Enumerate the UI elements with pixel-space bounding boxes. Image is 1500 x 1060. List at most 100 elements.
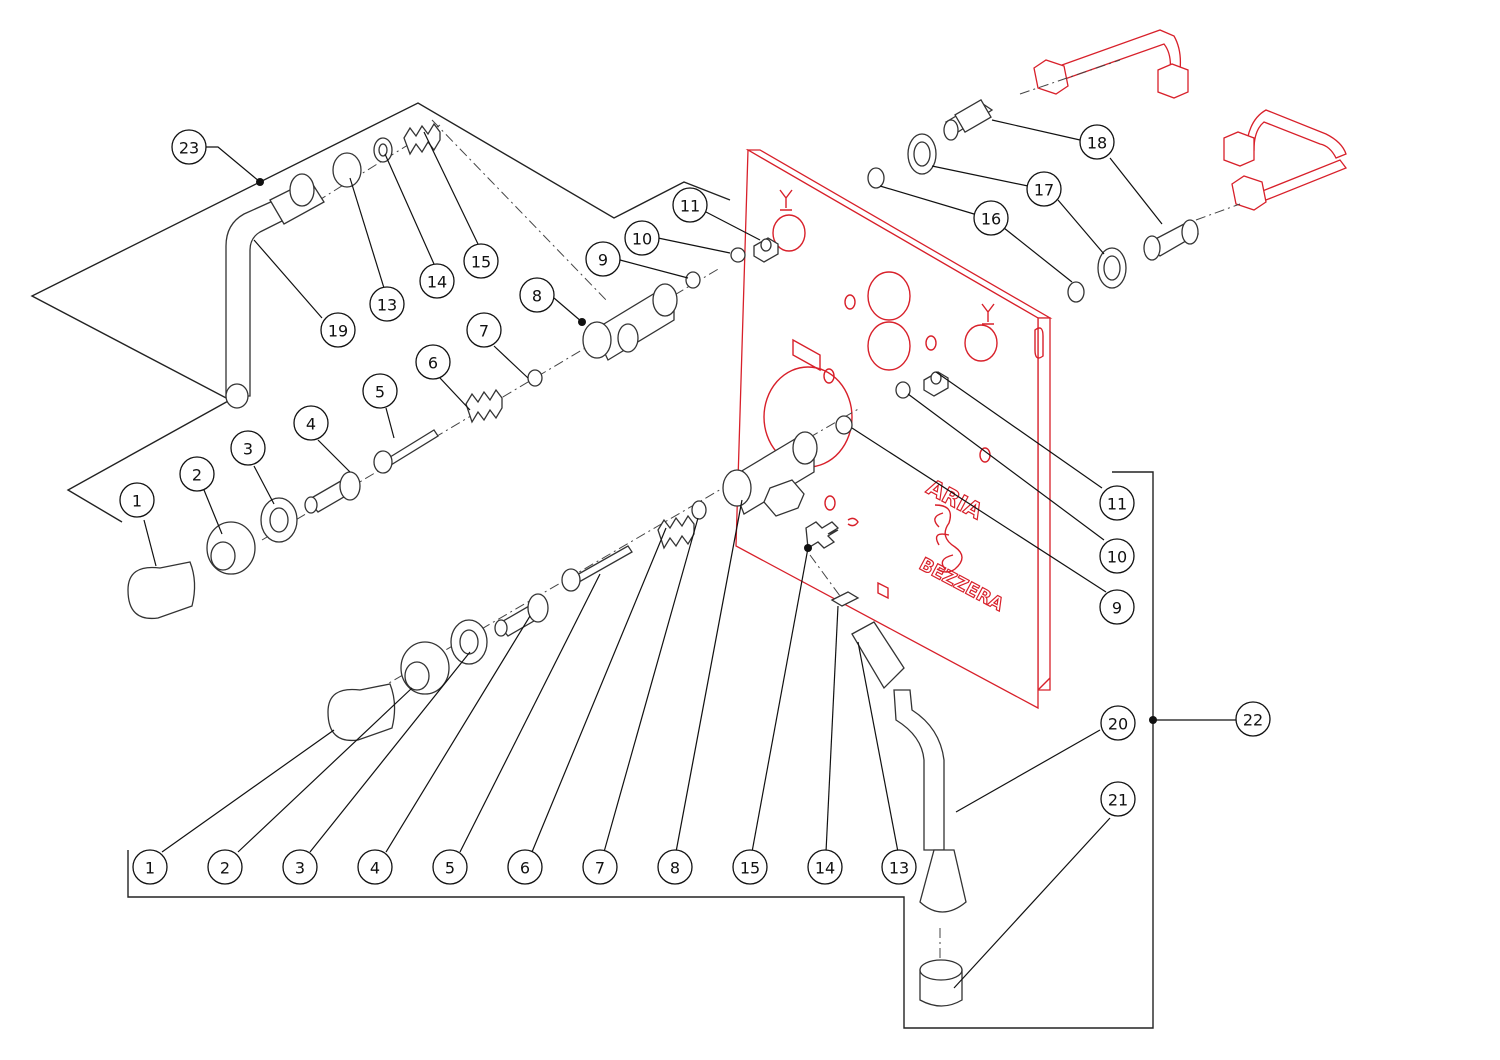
- callout-label: 21: [1108, 791, 1128, 810]
- nut-11-lower: [923, 371, 949, 397]
- callout-label: 1: [132, 492, 142, 511]
- spring-15-lower: [805, 521, 840, 550]
- callout-label: 19: [328, 322, 348, 341]
- callout-label: 10: [632, 230, 652, 249]
- callout-label: 20: [1108, 715, 1128, 734]
- callout-label: 14: [427, 273, 447, 292]
- lower-assembly-outline: [127, 471, 1154, 1029]
- callout-c7b: 7: [582, 849, 618, 885]
- callout-c8b: 8: [657, 849, 693, 885]
- oring-13-upper: [332, 152, 362, 188]
- fitting-18-lower: [1143, 219, 1200, 261]
- callout-label: 17: [1034, 181, 1054, 200]
- callout-c14b: 14: [807, 849, 843, 885]
- callout-label: 8: [532, 287, 542, 306]
- callout-c23: 23: [171, 129, 207, 165]
- callout-label: 3: [243, 440, 253, 459]
- callout-label: 5: [375, 383, 385, 402]
- callout-c15b: 15: [732, 849, 768, 885]
- callout-c4b: 4: [357, 849, 393, 885]
- callout-c6a: 6: [415, 344, 451, 380]
- callout-c3a: 3: [230, 430, 266, 466]
- fitting-18-upper: [943, 98, 994, 141]
- callout-c9a: 9: [585, 241, 621, 277]
- locknut-3-upper: [260, 497, 298, 543]
- callout-bubbles: 2319131415111098765432118171611109222021…: [119, 124, 1271, 885]
- callout-c2b: 2: [207, 849, 243, 885]
- sleeve-4-lower: [494, 593, 549, 637]
- callout-c5b: 5: [432, 849, 468, 885]
- callout-label: 3: [295, 859, 305, 878]
- callout-label: 9: [1112, 599, 1122, 618]
- callout-c17: 17: [1026, 171, 1062, 207]
- steam-pipe-19: [225, 173, 325, 409]
- callout-label: 9: [598, 251, 608, 270]
- upper-assembly-outline: [30, 102, 731, 523]
- locknut-3-lower: [450, 619, 488, 665]
- callout-label: 10: [1107, 548, 1127, 567]
- callout-label: 2: [220, 859, 230, 878]
- callout-label: 6: [520, 859, 530, 878]
- washer-16-lower: [1067, 281, 1085, 303]
- callout-label: 4: [370, 859, 380, 878]
- knob-1-lower: [327, 683, 396, 742]
- washer-7-upper: [527, 369, 543, 387]
- spring-6-upper: [465, 388, 503, 424]
- callout-c21: 21: [1100, 781, 1136, 817]
- callout-c8a: 8: [519, 277, 555, 313]
- callout-label: 7: [595, 859, 605, 878]
- callout-c5a: 5: [362, 373, 398, 409]
- callout-c16: 16: [973, 200, 1009, 236]
- callout-label: 7: [479, 322, 489, 341]
- callout-label: 8: [670, 859, 680, 878]
- washer-9-upper: [685, 271, 701, 289]
- callout-c11b: 11: [1099, 485, 1135, 521]
- callout-c11a: 11: [672, 187, 708, 223]
- callout-c18: 18: [1079, 124, 1115, 160]
- front-panel: ARIA BEZZERA: [735, 148, 1053, 710]
- lower-copper-tube: [1223, 109, 1348, 211]
- callout-label: 23: [179, 139, 199, 158]
- callout-c10a: 10: [624, 220, 660, 256]
- spring-15-upper: [403, 122, 441, 156]
- nut-2-lower: [400, 641, 450, 695]
- knob-1-upper: [127, 561, 196, 620]
- callout-label: 18: [1087, 134, 1107, 153]
- seal-14-lower: [830, 591, 860, 607]
- callout-c3b: 3: [282, 849, 318, 885]
- spindle-5-upper: [373, 429, 439, 474]
- callout-label: 2: [192, 466, 202, 485]
- steam-wand-20: [851, 621, 967, 913]
- washer-9-lower: [835, 415, 853, 435]
- spring-6-lower: [657, 514, 695, 550]
- washer-10-upper: [730, 247, 746, 263]
- callout-label: 6: [428, 354, 438, 373]
- callout-label: 13: [377, 296, 397, 315]
- callout-c10b: 10: [1099, 538, 1135, 574]
- callout-c22: 22: [1235, 701, 1271, 737]
- callout-label: 1: [145, 859, 155, 878]
- callout-c20: 20: [1100, 705, 1136, 741]
- circlip-17-upper: [907, 133, 937, 175]
- callout-label: 11: [1107, 495, 1127, 514]
- washer-7-lower: [691, 500, 707, 520]
- callout-label: 11: [680, 197, 700, 216]
- sleeve-4-upper: [304, 471, 361, 514]
- valve-body-8-lower: [722, 431, 818, 517]
- callout-label: 5: [445, 859, 455, 878]
- washer-16-upper: [867, 167, 885, 189]
- callout-c13b: 13: [881, 849, 917, 885]
- dragon-logo-icon: [934, 504, 963, 573]
- callout-label: 15: [740, 859, 760, 878]
- callout-c7a: 7: [466, 312, 502, 348]
- callout-c9b: 9: [1099, 589, 1135, 625]
- upper-copper-tube: [1033, 29, 1189, 99]
- callout-label: 16: [981, 210, 1001, 229]
- washer-10-lower: [895, 381, 911, 399]
- nozzle-21: [919, 959, 963, 1007]
- callout-c4a: 4: [293, 405, 329, 441]
- valve-body-8-upper: [582, 283, 678, 361]
- callout-label: 4: [306, 415, 316, 434]
- seal-14-upper: [373, 137, 393, 163]
